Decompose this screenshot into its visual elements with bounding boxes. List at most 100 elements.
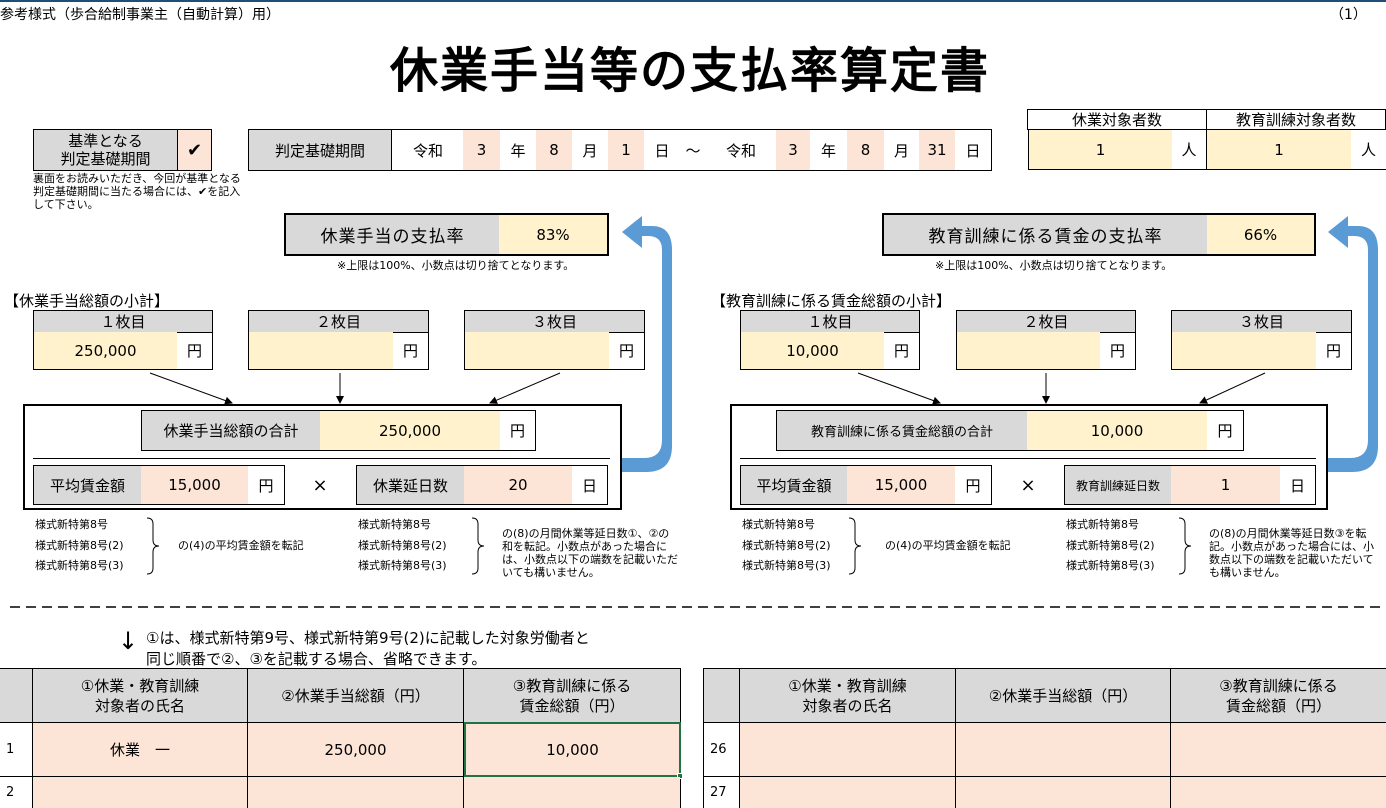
leave-avg-form-3: 様式新特第8号(3) (35, 559, 124, 572)
basis-label: 基準となる 判定基礎期間 (33, 129, 178, 171)
form-caption: 参考様式（歩合給制事業主（自動計算）用） (0, 7, 280, 23)
page-title: 休業手当等の支払率算定書 (389, 43, 990, 99)
leave-rate-note: ※上限は100%、小数点は切り捨てとなります。 (337, 259, 575, 272)
training-total-value: 10,000 (1027, 411, 1207, 450)
leave-avg-box (33, 465, 285, 505)
leave-sheet1-value[interactable]: 250,000 (33, 332, 177, 370)
leave-avg-form-2: 様式新特第8号(2) (35, 539, 124, 552)
leave-days-form-3: 様式新特第8号(3) (358, 559, 447, 572)
training-sheet2-yen: 円 (1100, 332, 1136, 370)
table-left-corner (0, 669, 33, 723)
leave-sheet3-value[interactable] (464, 332, 609, 370)
period-end-month[interactable]: 8 (847, 130, 884, 170)
training-sheet2-value[interactable] (956, 332, 1100, 370)
training-avg-value: 15,000 (847, 466, 955, 504)
leave-days-value: 20 (464, 466, 572, 504)
table-row-training-total[interactable] (464, 777, 680, 808)
instruction-line-1: ①は、様式新特第9号、様式新特第9号(2)に記載した対象労働者と (146, 629, 590, 647)
training-days-note: の(8)の月間休業等延日数③を転記。小数点があった場合には、小数点以下の端数を記… (1209, 527, 1374, 579)
leave-days-label: 休業延日数 (357, 466, 464, 504)
period-start-month[interactable]: 8 (536, 130, 572, 170)
instruction-arrow-icon: ↓ (118, 627, 139, 655)
training-avg-form-1: 様式新特第8号 (742, 518, 815, 531)
training-calc-divider (740, 458, 1316, 459)
leave-avg-label: 平均賃金額 (34, 466, 141, 504)
period-end-year[interactable]: 3 (776, 130, 810, 170)
training-subtotal-title: 【教育訓練に係る賃金総額の小計】 (711, 292, 952, 310)
period-row (248, 129, 992, 171)
period-start-year[interactable]: 3 (463, 130, 500, 170)
table-row-number: 2 (0, 777, 33, 808)
table-row-training-total-selected[interactable]: 10,000 (464, 722, 681, 777)
table-row-name[interactable]: 休業 一 (33, 723, 248, 777)
table-row-leave-total[interactable] (956, 723, 1171, 777)
training-total-box (776, 410, 1244, 451)
training-calc-frame (730, 404, 1328, 510)
brace-marks (146, 517, 1192, 575)
leave-calc-frame (23, 404, 622, 510)
leave-days-note: の(8)の月間休業等延日数①、②の和を転記。小数点があった場合には、小数点以下の… (502, 527, 678, 579)
training-days-value: 1 (1171, 466, 1280, 504)
leave-avg-note: の(4)の平均賃金額を転記 (178, 539, 304, 552)
table-row-number: 26 (704, 723, 740, 777)
instruction-line-2: 同じ順番で②、③を記載する場合、省略できます。 (146, 650, 487, 668)
leave-subtotal-title: 【休業手当総額の小計】 (4, 292, 170, 310)
basis-checkbox[interactable]: ✔ (177, 129, 212, 171)
training-avg-form-2: 様式新特第8号(2) (742, 539, 831, 552)
leave-sheet-arrows (149, 372, 561, 405)
training-sheet3-value[interactable] (1171, 332, 1316, 370)
leave-count-unit: 人 (1172, 130, 1207, 170)
training-days-form-3: 様式新特第8号(3) (1066, 559, 1155, 572)
training-sheet2-label: ２枚目 (956, 310, 1136, 333)
training-avg-box (740, 465, 992, 505)
table-left-header-training: ③教育訓練に係る 賃金総額（円） (464, 669, 680, 723)
table-right-corner (704, 669, 740, 723)
period-start-day[interactable]: 1 (608, 130, 644, 170)
table-row-number: 27 (704, 777, 740, 808)
table-row-leave-total[interactable]: 250,000 (248, 723, 464, 777)
training-days-form-2: 様式新特第8号(2) (1066, 539, 1155, 552)
leave-rate-value: 83% (499, 215, 607, 254)
table-left-header-name: ①休業・教育訓練 対象者の氏名 (33, 669, 248, 723)
training-rate-box (882, 213, 1316, 256)
leave-sheet2-value[interactable] (248, 332, 393, 370)
table-row-number: 1 (0, 723, 33, 777)
training-count-unit: 人 (1351, 130, 1386, 170)
leave-days-unit: 日 (581, 476, 597, 495)
leave-sheet1-label: １枚目 (33, 310, 213, 333)
window-top-border (0, 0, 1386, 2)
leave-total-label: 休業手当総額の合計 (142, 411, 320, 450)
period-month-unit: 月 (582, 141, 598, 160)
leave-sheet1-yen: 円 (177, 332, 213, 370)
period-tilde: ～ (685, 141, 701, 160)
period-month-unit-end: 月 (893, 141, 909, 160)
leave-sheet3-yen: 円 (609, 332, 645, 370)
leave-avg-form-1: 様式新特第8号 (35, 518, 108, 531)
table-row-name[interactable] (740, 777, 956, 808)
training-sheet3-yen: 円 (1316, 332, 1352, 370)
training-avg-form-3: 様式新特第8号(3) (742, 559, 831, 572)
table-row-training-total[interactable] (1171, 723, 1386, 777)
selection-fill-handle[interactable] (677, 773, 683, 779)
training-rate-note: ※上限は100%、小数点は切り捨てとなります。 (935, 259, 1173, 272)
training-sheet1-value[interactable]: 10,000 (740, 332, 884, 370)
training-total-yen: 円 (1217, 422, 1233, 440)
leave-sheet2-yen: 円 (393, 332, 429, 370)
table-row-leave-total[interactable] (956, 777, 1171, 808)
leave-total-value: 250,000 (320, 411, 500, 450)
period-year-unit: 年 (510, 141, 526, 160)
training-sheet1-yen: 円 (884, 332, 920, 370)
leave-rate-label: 休業手当の支払率 (286, 215, 499, 254)
period-era-end: 令和 (725, 141, 756, 160)
table-row-leave-total[interactable] (248, 777, 464, 808)
period-end-day[interactable]: 31 (919, 130, 955, 170)
table-row-name[interactable] (33, 777, 248, 808)
table-row-name[interactable] (740, 723, 956, 777)
training-sheet-arrows (857, 372, 1266, 405)
leave-days-form-2: 様式新特第8号(2) (358, 539, 447, 552)
training-rate-label: 教育訓練に係る賃金の支払率 (884, 215, 1207, 254)
period-label: 判定基礎期間 (249, 130, 392, 170)
table-row-training-total[interactable] (1171, 777, 1386, 808)
leave-count-value[interactable]: 1 (1028, 130, 1172, 170)
training-count-value[interactable]: 1 (1207, 130, 1351, 170)
